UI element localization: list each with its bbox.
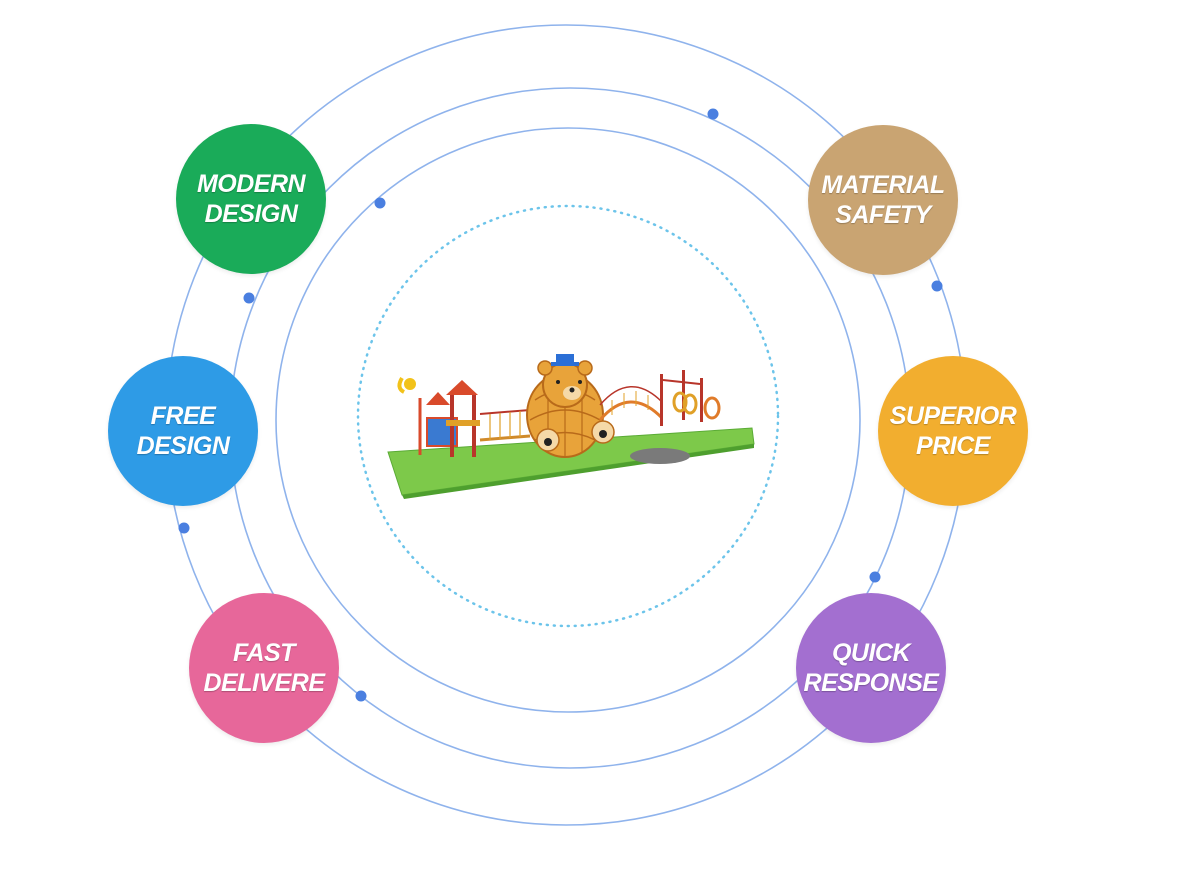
badge-label: SUPERIOR: [889, 402, 1017, 430]
ring-dot: [243, 292, 255, 304]
ring-dot: [707, 108, 719, 120]
badge-label: MODERN: [196, 170, 306, 198]
badge-label: DESIGN: [136, 432, 230, 460]
badge-label: MATERIAL: [821, 171, 945, 199]
quick-response-badge: QUICK RESPONSE: [796, 593, 946, 743]
badge-label: FREE: [150, 402, 216, 430]
material-safety-badge: MATERIAL SAFETY: [808, 125, 958, 275]
modern-design-badge: MODERN DESIGN: [176, 124, 326, 274]
ring-dot: [178, 522, 190, 534]
dotted-inner-ring: [356, 204, 780, 628]
superior-price-badge: SUPERIOR PRICE: [878, 356, 1028, 506]
ring-dot: [869, 571, 881, 583]
badge-label: DESIGN: [204, 200, 298, 228]
badge-label: SAFETY: [835, 201, 931, 229]
badge-label: DELIVERE: [203, 669, 325, 697]
badge-label: RESPONSE: [803, 669, 939, 697]
free-design-badge: FREE DESIGN: [108, 356, 258, 506]
badge-label: FAST: [233, 639, 295, 667]
playground-equipment-illustration: [387, 354, 755, 499]
inner-ring: [275, 127, 861, 713]
badge-label: PRICE: [916, 432, 990, 460]
ring-dot: [355, 690, 367, 702]
badge-label: QUICK: [831, 639, 911, 667]
fast-delivere-badge: FAST DELIVERE: [189, 593, 339, 743]
ring-dot: [931, 280, 943, 292]
ring-dot: [374, 197, 386, 209]
